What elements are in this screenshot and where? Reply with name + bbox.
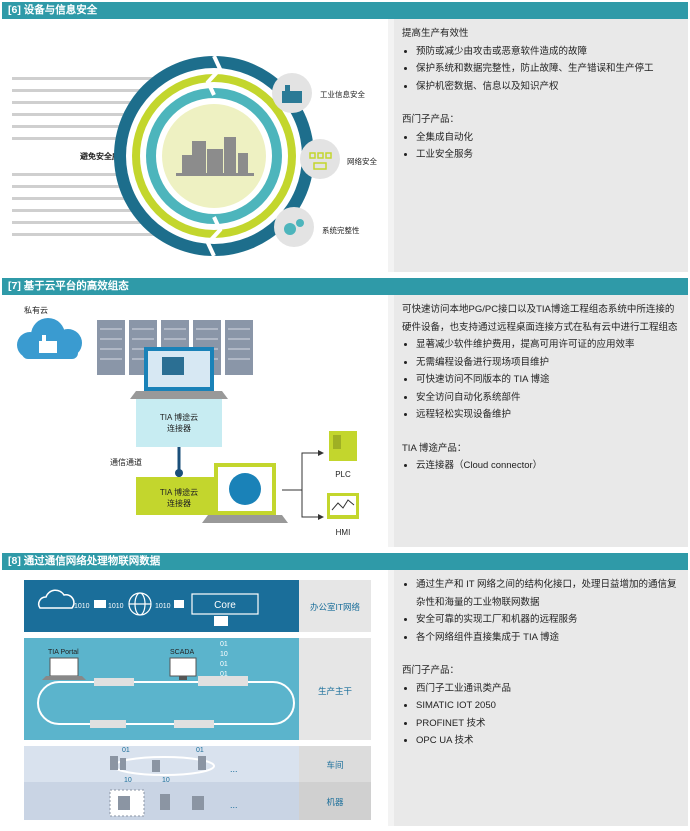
security-heading: 提高生产有效性 — [402, 28, 469, 39]
system-integrity-label: 系统完整性 — [322, 225, 360, 235]
section-iot: [8] 通过通信网络处理物联网数据 办公室IT网络 生产主干 车间 机器 101… — [2, 553, 688, 826]
cloud-bullet: 安全访问自动化系统部件 — [416, 389, 680, 407]
row-label-backbone: 生产主干 — [318, 686, 353, 696]
iot-bullet: 各个网络组件直接集成于 TIA 博途 — [416, 629, 680, 647]
hmi-label: HMI — [336, 528, 351, 537]
connector-bottom-label: TIA 博途云连接器 — [160, 487, 198, 508]
plc-device — [329, 431, 357, 461]
cloud-bullet: 显著减少软件维护费用，提高可用许可证的应用效率 — [416, 336, 680, 354]
plc-label: PLC — [335, 470, 351, 479]
data-bits-10: 10 — [162, 777, 170, 784]
iot-product: 西门子工业通讯类产品 — [416, 680, 680, 698]
factory-icon — [176, 137, 254, 176]
security-products-heading: 西门子产品： — [402, 114, 460, 125]
security-product: 工业安全服务 — [416, 146, 680, 164]
security-bullet: 保护系统和数据完整性，防止故障、生产错误和生产停工 — [416, 60, 680, 78]
iot-bullet: 安全可靠的实现工厂和机器的远程服务 — [416, 611, 680, 629]
network-security-node: 网络安全 — [300, 139, 377, 179]
scada-label: SCADA — [170, 649, 194, 656]
ellipsis: ... — [230, 764, 238, 774]
iot-product: SIMATIC IOT 2050 — [416, 697, 680, 715]
data-bits-01: 01 — [122, 747, 130, 754]
field-laptop — [202, 463, 288, 523]
section-title: [8] 通过通信网络处理物联网数据 — [2, 553, 688, 570]
cloud-products-heading: TIA 博途产品： — [402, 442, 467, 454]
iot-bullet: 通过生产和 IT 网络之间的结构化接口，处理日益增加的通信复杂性和海量的工业物联… — [416, 576, 680, 611]
data-bits-10: 10 — [124, 777, 132, 784]
channel-label: 通信通道 — [110, 457, 142, 467]
cloud-bullet: 可快速访问不同版本的 TIA 博途 — [416, 371, 680, 389]
private-cloud-label: 私有云 — [24, 305, 48, 315]
data-bits: 1010 — [155, 603, 171, 610]
section-title: [7] 基于云平台的高效组态 — [2, 278, 688, 295]
iot-text: 通过生产和 IT 网络之间的结构化接口，处理日益增加的通信复杂性和海量的工业物联… — [394, 570, 688, 826]
security-bullet: 预防或减少由攻击或恶意软件造成的故障 — [416, 43, 680, 61]
iot-product: PROFINET 技术 — [416, 715, 680, 733]
data-bits: 1010 — [108, 603, 124, 610]
row-label-machine: 机器 — [326, 797, 344, 807]
cloud-intro: 可快速访问本地PG/PC接口以及TIA博途工程组态系统中所连接的硬件设备，也支持… — [402, 304, 678, 333]
cloud-bullet: 远程轻松实现设备维护 — [416, 406, 680, 424]
section-security: [6] 设备与信息安全 — [2, 2, 688, 272]
cloud-bullet: 无需编程设备进行现场项目维护 — [416, 354, 680, 372]
data-bits-01: 01 — [220, 661, 228, 668]
ellipsis: ... — [230, 800, 238, 810]
data-bits-01: 01 — [196, 747, 204, 754]
data-bits-10: 10 — [220, 651, 228, 658]
cloud-product: 云连接器（Cloud connector） — [416, 457, 680, 475]
cloud-laptop — [130, 347, 228, 399]
system-integrity-node: 系统完整性 — [274, 207, 360, 247]
row-label-office-it: 办公室IT网络 — [310, 602, 361, 612]
tia-portal-label: TIA Portal — [48, 649, 79, 656]
workshop-devices — [110, 756, 206, 772]
globe-icon — [128, 592, 152, 616]
machine-devices — [118, 794, 204, 810]
tia-portal-laptop — [42, 657, 86, 680]
connector-top-label: TIA 博途云连接器 — [160, 412, 198, 433]
cloud-text: 可快速访问本地PG/PC接口以及TIA博途工程组态系统中所连接的硬件设备，也支持… — [394, 295, 688, 547]
backbone-ring — [37, 681, 295, 725]
data-bits: 1010 — [74, 603, 90, 610]
industrial-security-node: 工业信息安全 — [272, 73, 365, 113]
iot-diagram: 办公室IT网络 生产主干 车间 机器 1010 1010 1010 Core 0… — [2, 570, 388, 826]
security-product: 全集成自动化 — [416, 129, 680, 147]
cloud-diagram: 私有云 — [2, 295, 388, 547]
data-bits-01: 01 — [220, 671, 228, 678]
security-bullet: 保护机密数据、信息以及知识产权 — [416, 78, 680, 96]
industrial-security-label: 工业信息安全 — [320, 89, 365, 99]
hmi-device — [327, 493, 359, 519]
connector-top-box — [136, 399, 222, 447]
cloud-icon — [17, 318, 82, 359]
scada-monitor — [169, 657, 197, 680]
row-label-workshop: 车间 — [326, 760, 343, 770]
iot-product: OPC UA 技术 — [416, 732, 680, 750]
section-cloud: [7] 基于云平台的高效组态 私有云 — [2, 278, 688, 547]
security-text: 提高生产有效性 预防或减少由攻击或恶意软件造成的故障 保护系统和数据完整性，防止… — [394, 19, 688, 272]
threat-label: 避免安全威胁 — [80, 151, 128, 161]
iot-products-heading: 西门子产品： — [402, 665, 460, 676]
cloud-icon — [38, 589, 75, 609]
connector-bottom-box — [136, 477, 222, 515]
core-box — [191, 593, 259, 615]
section-title: [6] 设备与信息安全 — [2, 2, 688, 19]
security-diagram: 避免安全威胁 — [2, 19, 388, 272]
switches — [90, 676, 248, 728]
core-label: Core — [214, 600, 236, 611]
data-bits-01: 01 — [220, 641, 228, 648]
network-security-label: 网络安全 — [347, 156, 377, 166]
